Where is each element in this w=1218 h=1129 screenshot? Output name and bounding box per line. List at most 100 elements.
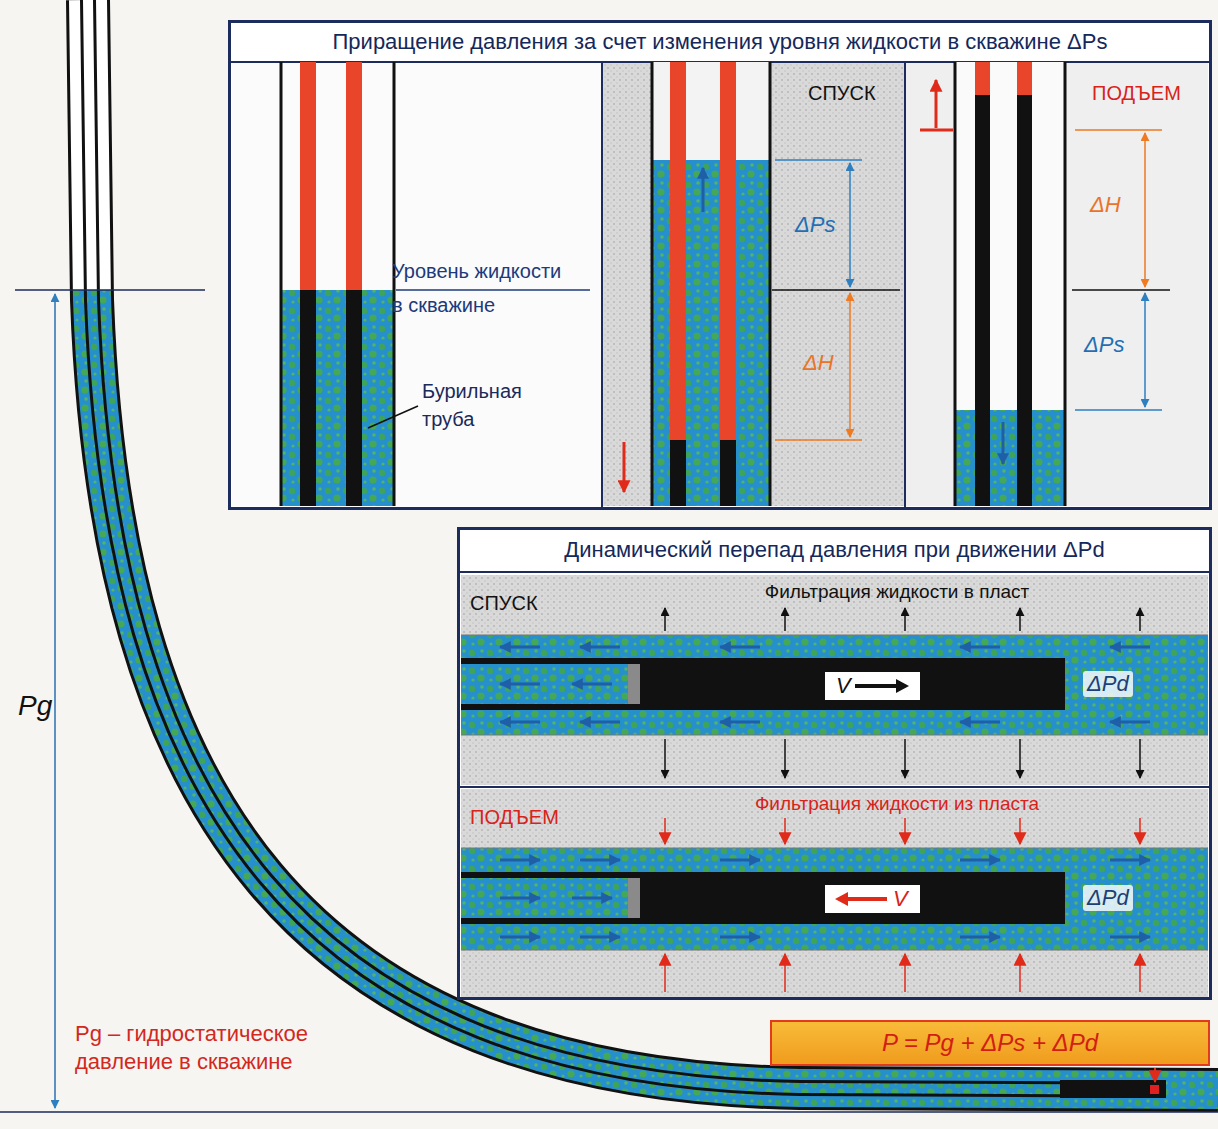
flow-arrow (572, 897, 612, 900)
filtration-arrow (1019, 954, 1021, 992)
filtration-arrow (784, 739, 786, 778)
formula-text: P = Pg + ΔPs + ΔPd (770, 1028, 1210, 1058)
velocity-label: V (893, 886, 908, 912)
flow-tripping-in (461, 658, 640, 664)
flow-tripping-in (461, 575, 1208, 635)
part-label: Бурильная труба (422, 377, 542, 433)
fluid-level-line (15, 289, 205, 291)
drill-bit (1060, 1080, 1166, 1098)
level-label: Уровень жидкости в скважине (392, 254, 574, 322)
sub-panel: ПОДЪЕМФильтрация жидкости из пластаΔPdV (461, 789, 1208, 997)
flow-tripping-in (461, 704, 640, 710)
well-tripping-out (920, 62, 1170, 506)
panel-title: Приращение давления за счет изменения ур… (228, 29, 1212, 55)
bottom-inset-art (457, 527, 1212, 1000)
well-tripping-in (651, 62, 654, 506)
dimension-label: ΔPs (1084, 332, 1124, 358)
flow-arrow (500, 647, 1150, 722)
well-static (346, 290, 362, 506)
flow-tripping-in (461, 635, 1208, 636)
filtration-arrow (784, 954, 786, 992)
flow-arrow (580, 721, 620, 724)
mode-label: СПУСК (808, 80, 876, 106)
well-tripping-out (1072, 289, 1170, 291)
mode-label: СПУСК (470, 590, 538, 616)
sub-panel: ПОДЪЕМΔHΔPs (905, 62, 1208, 506)
filtration-arrow (665, 818, 1140, 992)
sub-panel: Уровень жидкости в скважинеБурильная тру… (232, 62, 602, 506)
well-tripping-in (849, 293, 851, 437)
flow-tripping-out (461, 848, 1208, 849)
well-tripping-out (975, 62, 990, 95)
top-inset-art (228, 20, 1212, 510)
note-label: Фильтрация жидкости из пласта (737, 792, 1057, 815)
mode-label: ПОДЪЕМ (1092, 80, 1181, 106)
well-tripping-out (1075, 409, 1162, 411)
flow-tripping-out (461, 789, 1208, 848)
well-fluid-part (88, 290, 1218, 1090)
well-tripping-in (849, 163, 851, 287)
top-inset-art (603, 62, 905, 506)
sub-panel: СПУСКФильтрация жидкости в пластΔPdV (461, 575, 1208, 785)
flow-tripping-out (461, 848, 1208, 950)
flow-arrow (500, 683, 540, 686)
flow-tripping-in (640, 658, 1065, 710)
flow-tripping-out (461, 950, 1208, 951)
flow-arrow (1110, 936, 1150, 939)
note-label: Фильтрация жидкости в пласт (737, 580, 1057, 603)
velocity-arrow-shaft (845, 897, 887, 901)
well-static (393, 62, 396, 506)
flow-arrow (580, 859, 620, 862)
bottom-inset-art (457, 571, 1212, 573)
top-inset-art (228, 20, 1212, 510)
flow-arrow (1110, 721, 1150, 724)
well-tripping-out (920, 129, 953, 132)
well-dry-part (88, 0, 300, 290)
velocity-box: V (825, 885, 920, 913)
filtration-arrow (1139, 608, 1141, 631)
filtration-arrow (665, 608, 1140, 778)
filtration-arrow (1019, 818, 1021, 844)
filtration-arrow (1139, 954, 1141, 992)
top-inset-art (601, 62, 603, 508)
flow-tripping-out (461, 950, 1208, 997)
well-static (280, 62, 283, 506)
well-tripping-out (1144, 293, 1146, 407)
flow-tripping-in (628, 664, 640, 704)
pointer-arrow (1154, 1068, 1156, 1082)
filtration-arrow (904, 608, 906, 631)
filtration-arrow (904, 818, 906, 844)
well-tripping-in (702, 168, 705, 212)
flow-arrow (960, 646, 1000, 649)
flow-tripping-in (461, 635, 1208, 735)
flow-tripping-out (640, 872, 1065, 924)
flow-arrow (500, 859, 540, 862)
top-inset-art (904, 62, 906, 508)
velocity-arrow-head (896, 679, 909, 693)
well-tripping-in (720, 62, 736, 440)
top-inset-art (905, 62, 1208, 506)
well-tripping-in (623, 442, 626, 492)
flow-arrow (720, 646, 760, 649)
filtration-arrow (784, 608, 786, 631)
flow-arrow (720, 721, 760, 724)
well-static (281, 62, 590, 506)
flow-arrow (720, 936, 760, 939)
flow-arrow (960, 936, 1000, 939)
flow-arrow (500, 860, 1150, 937)
flow-arrow (1110, 646, 1150, 649)
well-tripping-in (775, 439, 862, 441)
sub-panel: СПУСКΔPsΔH (603, 62, 905, 506)
filtration-arrow (904, 739, 906, 778)
filtration-arrow (1019, 739, 1021, 778)
dimension-arrow (54, 294, 56, 1108)
well-dry-part (88, 0, 300, 290)
flow-tripping-in (461, 735, 1208, 785)
filtration-arrow (784, 818, 786, 844)
drill-bit (1150, 1085, 1159, 1094)
well-fluid-part (88, 290, 1218, 1090)
filtration-arrow (1139, 818, 1141, 844)
well-tripping-in (670, 440, 686, 506)
